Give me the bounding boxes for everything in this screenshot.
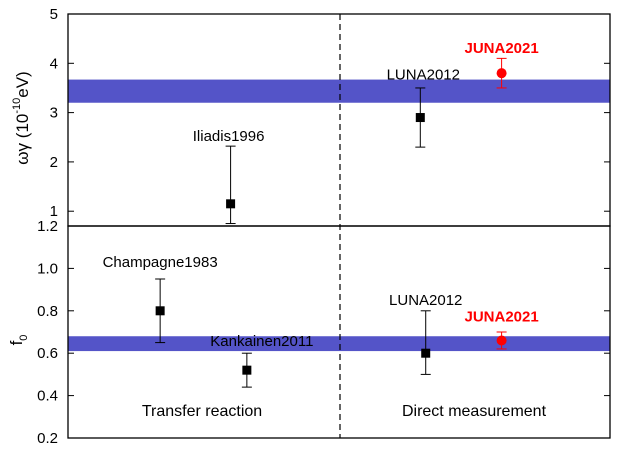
top-point bbox=[415, 113, 425, 123]
top-ytick-label: 3 bbox=[50, 105, 58, 122]
bottom-ytick-label: 0.6 bbox=[37, 345, 58, 362]
bottom-point-label: LUNA2012 bbox=[389, 292, 462, 309]
bottom-ytick-label: 0.2 bbox=[37, 430, 58, 447]
top-ytick-label: 5 bbox=[50, 6, 58, 23]
top-ytick-label: 4 bbox=[50, 55, 58, 72]
bottom-y-axis-label: f0 bbox=[7, 335, 30, 346]
bottom-point-label: Kankainen2011 bbox=[210, 333, 313, 350]
bottom-point-label: JUNA2021 bbox=[464, 308, 538, 325]
bottom-ytick-label: 0.8 bbox=[37, 303, 58, 320]
top-ytick-label: 1 bbox=[50, 203, 58, 220]
top-point-label: LUNA2012 bbox=[387, 67, 460, 84]
bottom-point bbox=[496, 335, 507, 346]
top-point-label: Iliadis1996 bbox=[193, 128, 265, 145]
bottom-point bbox=[155, 306, 165, 316]
top-point bbox=[496, 68, 507, 79]
top-point bbox=[226, 199, 236, 209]
top-y-axis-label: ωγ (10-10eV) bbox=[11, 71, 32, 164]
bottom-ytick-label: 0.4 bbox=[37, 388, 58, 405]
region-label-direct: Direct measurement bbox=[402, 403, 547, 420]
top-point-label: JUNA2021 bbox=[464, 40, 538, 57]
bottom-ytick-label: 1.2 bbox=[37, 218, 58, 235]
bottom-point bbox=[242, 365, 252, 375]
top-band bbox=[68, 79, 610, 103]
bottom-panel: 0.2 0.4 0.6 0.8 1.0 1.2Champagne1983Kankainen… bbox=[37, 218, 611, 447]
bottom-point-label: Champagne1983 bbox=[103, 254, 218, 271]
bottom-point bbox=[421, 348, 431, 358]
bottom-band bbox=[68, 336, 610, 352]
bottom-ytick-label: 1.0 bbox=[37, 260, 58, 277]
top-ytick-label: 2 bbox=[50, 154, 58, 171]
bottom-frame bbox=[67, 225, 611, 439]
region-label-transfer: Transfer reaction bbox=[142, 403, 262, 420]
